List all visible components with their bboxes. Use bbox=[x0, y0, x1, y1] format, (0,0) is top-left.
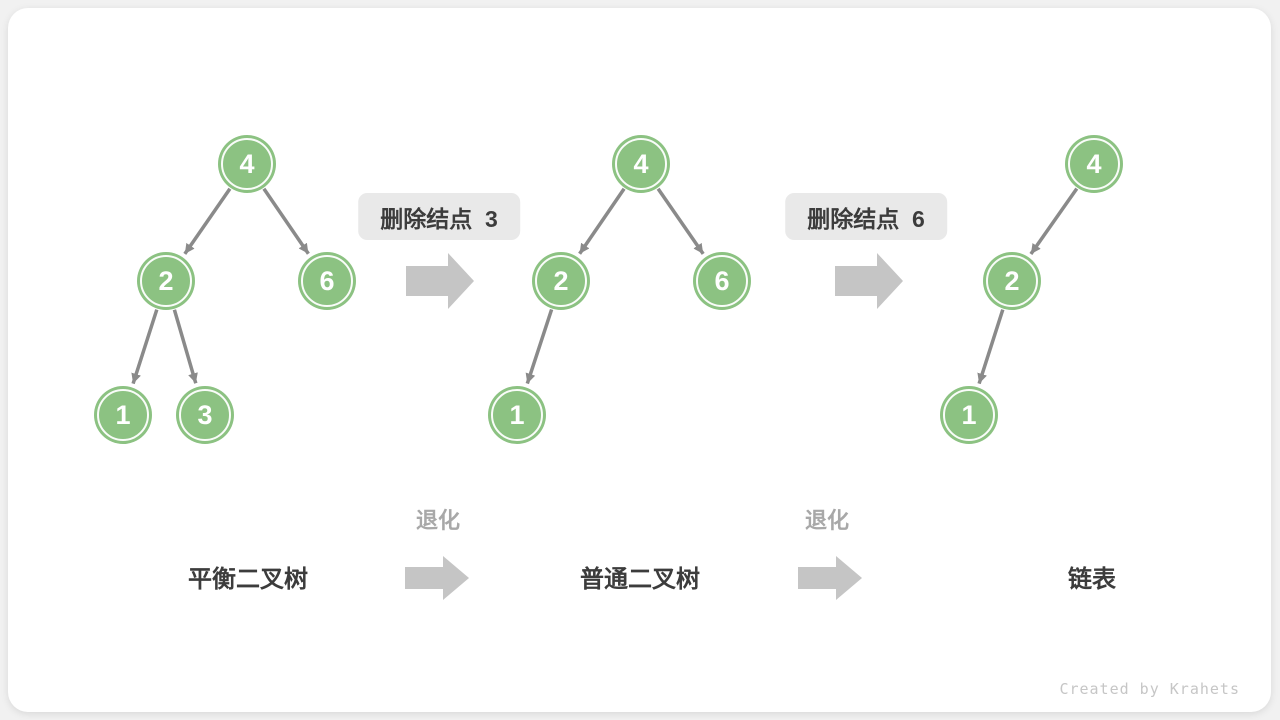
ordinary-binary-tree-node-1: 1 bbox=[488, 386, 546, 444]
balanced-binary-tree-node-3: 3 bbox=[176, 386, 234, 444]
block-arrow-right-icon bbox=[798, 556, 862, 600]
balanced-binary-tree-node-4: 4 bbox=[218, 135, 276, 193]
step-label-delete-node-6: 删除结点 6 bbox=[785, 193, 947, 240]
caption-ordinary-binary-tree: 普通二叉树 bbox=[580, 566, 700, 593]
watermark-credit: Created by Krahets bbox=[1059, 680, 1240, 698]
caption-balanced-binary-tree: 平衡二叉树 bbox=[188, 566, 308, 593]
balanced-binary-tree-node-6: 6 bbox=[298, 252, 356, 310]
diagram-card bbox=[8, 8, 1271, 712]
ordinary-binary-tree-node-6: 6 bbox=[693, 252, 751, 310]
block-arrow-right-icon bbox=[405, 556, 469, 600]
block-arrow-right-icon bbox=[835, 253, 903, 309]
block-arrow-right-icon bbox=[406, 253, 474, 309]
degenerate-label: 退化 bbox=[415, 508, 461, 533]
degenerate-label: 退化 bbox=[804, 508, 850, 533]
linked-list-node-1: 1 bbox=[940, 386, 998, 444]
caption-linked-list: 链表 bbox=[1068, 566, 1116, 593]
ordinary-binary-tree-node-2: 2 bbox=[532, 252, 590, 310]
balanced-binary-tree-node-2: 2 bbox=[137, 252, 195, 310]
balanced-binary-tree-node-1: 1 bbox=[94, 386, 152, 444]
ordinary-binary-tree-node-4: 4 bbox=[612, 135, 670, 193]
linked-list-node-2: 2 bbox=[983, 252, 1041, 310]
linked-list-node-4: 4 bbox=[1065, 135, 1123, 193]
step-label-delete-node-3: 删除结点 3 bbox=[358, 193, 520, 240]
